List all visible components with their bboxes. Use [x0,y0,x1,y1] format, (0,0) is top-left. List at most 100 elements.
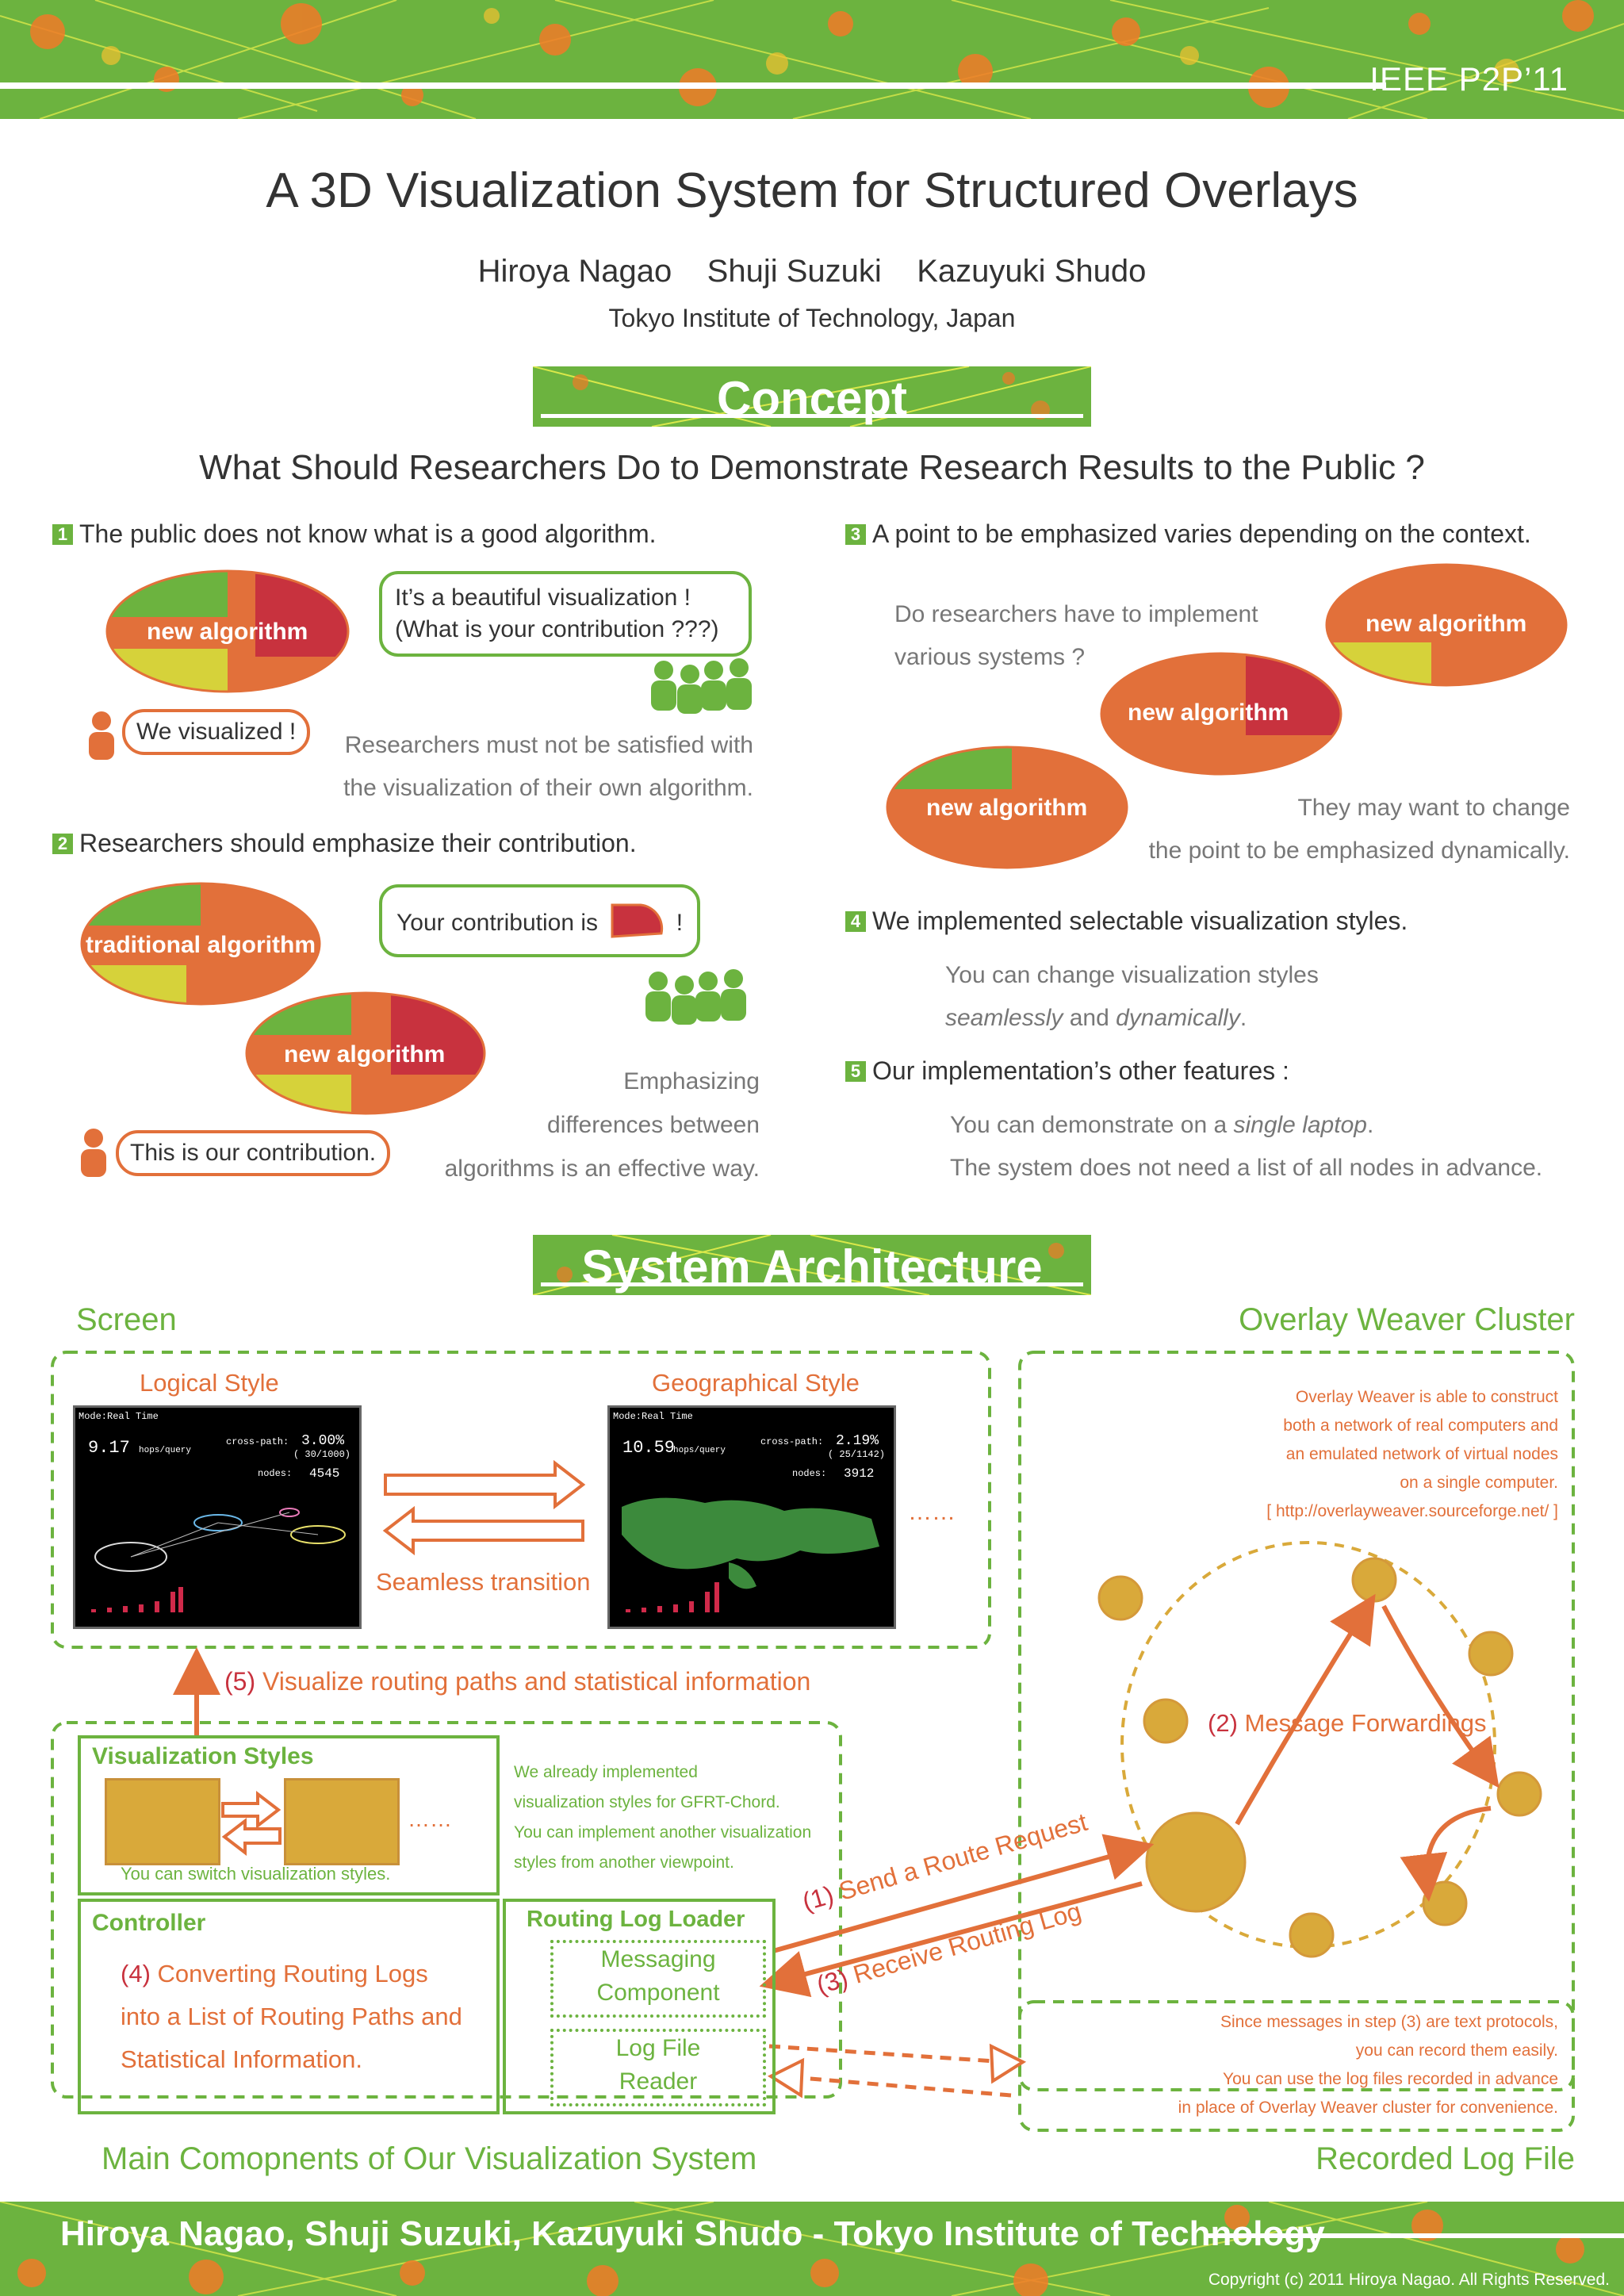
desc-line: you can record them easily. [1355,2041,1558,2060]
screen-hops: 10.59 [622,1438,676,1458]
section-heading-architecture: System Architecture [581,1240,1043,1294]
step-4-label: (4) Converting Routing Logs into a List … [121,1953,462,2081]
step-text: Message Forwardings [1244,1709,1487,1737]
point-5-note: You can demonstrate on a single laptop. … [950,1104,1542,1190]
point-text: Our implementation’s other features : [872,1056,1289,1085]
cluster-region [1018,1351,1575,2091]
point-1-note: Researchers must not be satisfied with t… [301,724,753,810]
researcher-icon [81,1129,106,1177]
desc-line: We already implemented [514,1763,698,1781]
vis-styles-title: Visualization Styles [92,1743,314,1769]
screen-nodes-label: nodes: [258,1468,293,1479]
module-line: Component [596,1980,720,2006]
desc-line: You can implement another visualization [514,1823,812,1842]
desc-line: Overlay Weaver is able to construct [1295,1388,1558,1406]
bubble-text: ! [676,910,684,936]
controller-title: Controller [92,1910,206,1936]
affiliation: Tokyo Institute of Technology, Japan [608,304,1016,332]
point-number: 4 [845,911,866,932]
screen-cross-value: 2.19% [836,1433,879,1449]
recorded-log-description: Since messages in step (3) are text prot… [1047,2008,1558,2122]
bubble-text: Your contribution is [396,910,599,936]
more-styles-ellipsis: …… [408,1807,452,1831]
note-line: the point to be emphasized dynamically. [1148,838,1570,864]
emphasis: single laptop [1233,1112,1367,1138]
banner-pattern [0,0,1624,119]
screen-nodes-value: 3912 [844,1466,875,1481]
heading-pattern [533,366,1091,427]
logical-visualization [91,1508,346,1612]
components-region [51,1721,842,2099]
step-text: Visualize routing paths and statistical … [262,1667,811,1696]
screen-cross-fraction: ( 30/1000) [293,1449,351,1460]
point-number: 3 [845,524,866,545]
point-2: 2 Researchers should emphasize their cont… [52,829,637,858]
desc-line: both a network of real computers and [1283,1416,1558,1435]
note-line: Emphasizing [623,1068,760,1094]
arrow-step-1 [772,1834,1155,1953]
switch-arrows-icon [221,1790,282,1857]
desc-line: Since messages in step (3) are text prot… [1220,2013,1558,2031]
note-text: . [1239,1005,1247,1031]
point-number: 1 [52,524,73,545]
step-text: Converting Routing Logs [157,1960,428,1987]
desc-line: You can use the log files recorded in ad… [1222,2070,1558,2088]
note-text: You can demonstrate on a [950,1112,1234,1138]
poster-title: A 3D Visualization System for Structured… [266,163,1358,218]
style-module-b [284,1778,400,1865]
step-5-label: (5) Visualize routing paths and statisti… [224,1667,810,1696]
more-styles-ellipsis: …… [908,1499,956,1525]
step-number: (2) [1208,1709,1238,1737]
ellipse-label: new algorithm [1365,611,1527,637]
pie-ellipse-traditional-algorithm [80,882,321,1006]
logical-style-label: Logical Style [140,1369,279,1397]
module-line: Log File [615,2035,701,2061]
screen-hops-unit: hops/query [139,1446,192,1455]
audience-icon [645,969,746,1025]
emphasis: seamlessly [945,1005,1063,1031]
screen-cross-value: 3.00% [301,1433,345,1449]
step-number: (4) [121,1960,151,1987]
author-name: Shuji Suzuki [707,254,882,289]
geographical-visualization [622,1497,879,1612]
ellipse-label: new algorithm [284,1041,446,1068]
main-components-label: Main Comopnents of Our Visualization Sys… [102,2141,757,2176]
pie-ellipse-new-algorithm [245,991,486,1115]
point-number: 2 [52,834,73,854]
screen-mode: Mode:Real Time [613,1411,693,1422]
note-line: The system does not need a list of all n… [950,1155,1543,1181]
pie-ellipse-new-algorithm [886,746,1128,869]
bubble-line: It’s a beautiful visualization ! [395,585,691,611]
geographical-style-label: Geographical Style [652,1369,860,1397]
heading-pattern [533,1235,1091,1295]
point-text: Researchers should emphasize their contr… [79,829,637,857]
cluster-description: Overlay Weaver is able to construct both… [1189,1383,1558,1526]
author-name: Hiroya Nagao [477,254,672,289]
module-line: Reader [619,2068,698,2095]
controller-box: Controller (4) Converting Routing Logs i… [78,1899,500,2114]
bubble-line: (What is your contribution ???) [395,616,719,642]
screen-cross-fraction: ( 25/1142) [828,1449,886,1460]
point-text: A point to be emphasized varies dependin… [872,519,1531,548]
step-line: (4) Converting Routing Logs [121,1953,462,1995]
footer-banner: Hiroya Nagao, Shuji Suzuki, Kazuyuki Shu… [0,2202,1624,2296]
arrow-record [768,2044,1008,2064]
step-number: (5) [224,1667,256,1696]
point-3: 3 A point to be emphasized varies dependi… [845,519,1531,549]
screen-cross-label: cross-path: [226,1436,289,1447]
arrow-step-3 [759,1881,1143,1998]
recorded-log-label: Recorded Log File [1316,2141,1575,2176]
desc-line: on a single computer. [1400,1474,1558,1492]
point-3-note: They may want to change the point to be … [1110,787,1570,872]
desc-line: an emulated network of virtual nodes [1285,1445,1558,1463]
desc-line: visualization styles for GFRT-Chord. [514,1793,780,1811]
note-text: . [1366,1112,1374,1138]
arrow-right-outline [384,1459,586,1510]
section-heading-concept: Concept [717,372,907,425]
note-line: various systems ? [894,644,1086,670]
pie-slice-icon [611,903,664,938]
screen-cross-label: cross-path: [760,1436,824,1447]
architecture-diagram [51,1351,1575,2132]
